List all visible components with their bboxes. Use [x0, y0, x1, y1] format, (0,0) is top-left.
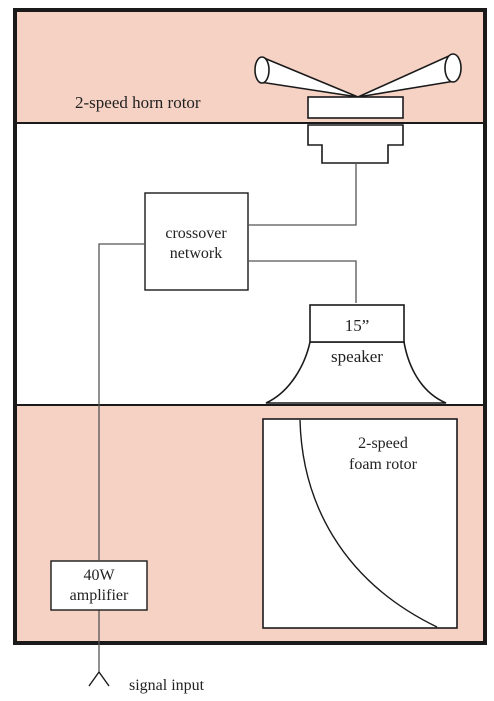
signal-input-label: signal input: [129, 677, 205, 694]
foam-rotor-box: [262, 418, 458, 629]
right-horn-mouth: [444, 53, 462, 83]
wire-amplifier-to-crossover: [98, 243, 145, 560]
wire-crossover-to-horn: [248, 164, 357, 226]
antenna-fork-icon: [88, 671, 110, 687]
horn-rotor-motor: [307, 124, 404, 164]
crossover-label-line1: crossover: [165, 225, 227, 242]
speaker-assembly: [265, 304, 447, 404]
crossover-network-box: [144, 192, 249, 291]
foam-rotor-label-line2: foam rotor: [349, 456, 418, 473]
amplifier-label-line2: amplifier: [70, 587, 129, 604]
left-horn-mouth: [254, 56, 270, 84]
cabinet-top-section: [15, 10, 485, 123]
cabinet-middle-section: [15, 123, 485, 405]
speaker-label: speaker: [331, 347, 383, 366]
horn-rotor-drum: [307, 96, 404, 119]
cabinet-outline: [13, 8, 487, 645]
crossover-label-line2: network: [170, 245, 222, 262]
foam-rotor-label-line1: 2-speed: [358, 435, 408, 452]
speaker-magnet-box: [309, 304, 405, 343]
wiring: [98, 164, 357, 672]
foam-rotor-curve: [299, 419, 438, 628]
wire-crossover-to-speaker: [248, 260, 357, 303]
speaker-size-label: 15”: [345, 316, 370, 335]
amplifier-box: [50, 560, 148, 611]
horn-icon: [254, 53, 462, 98]
horn-rotor-label: 2-speed horn rotor: [75, 93, 201, 112]
amplifier-label-line1: 40W: [83, 567, 115, 584]
horn-rotor-assembly: [307, 96, 404, 164]
